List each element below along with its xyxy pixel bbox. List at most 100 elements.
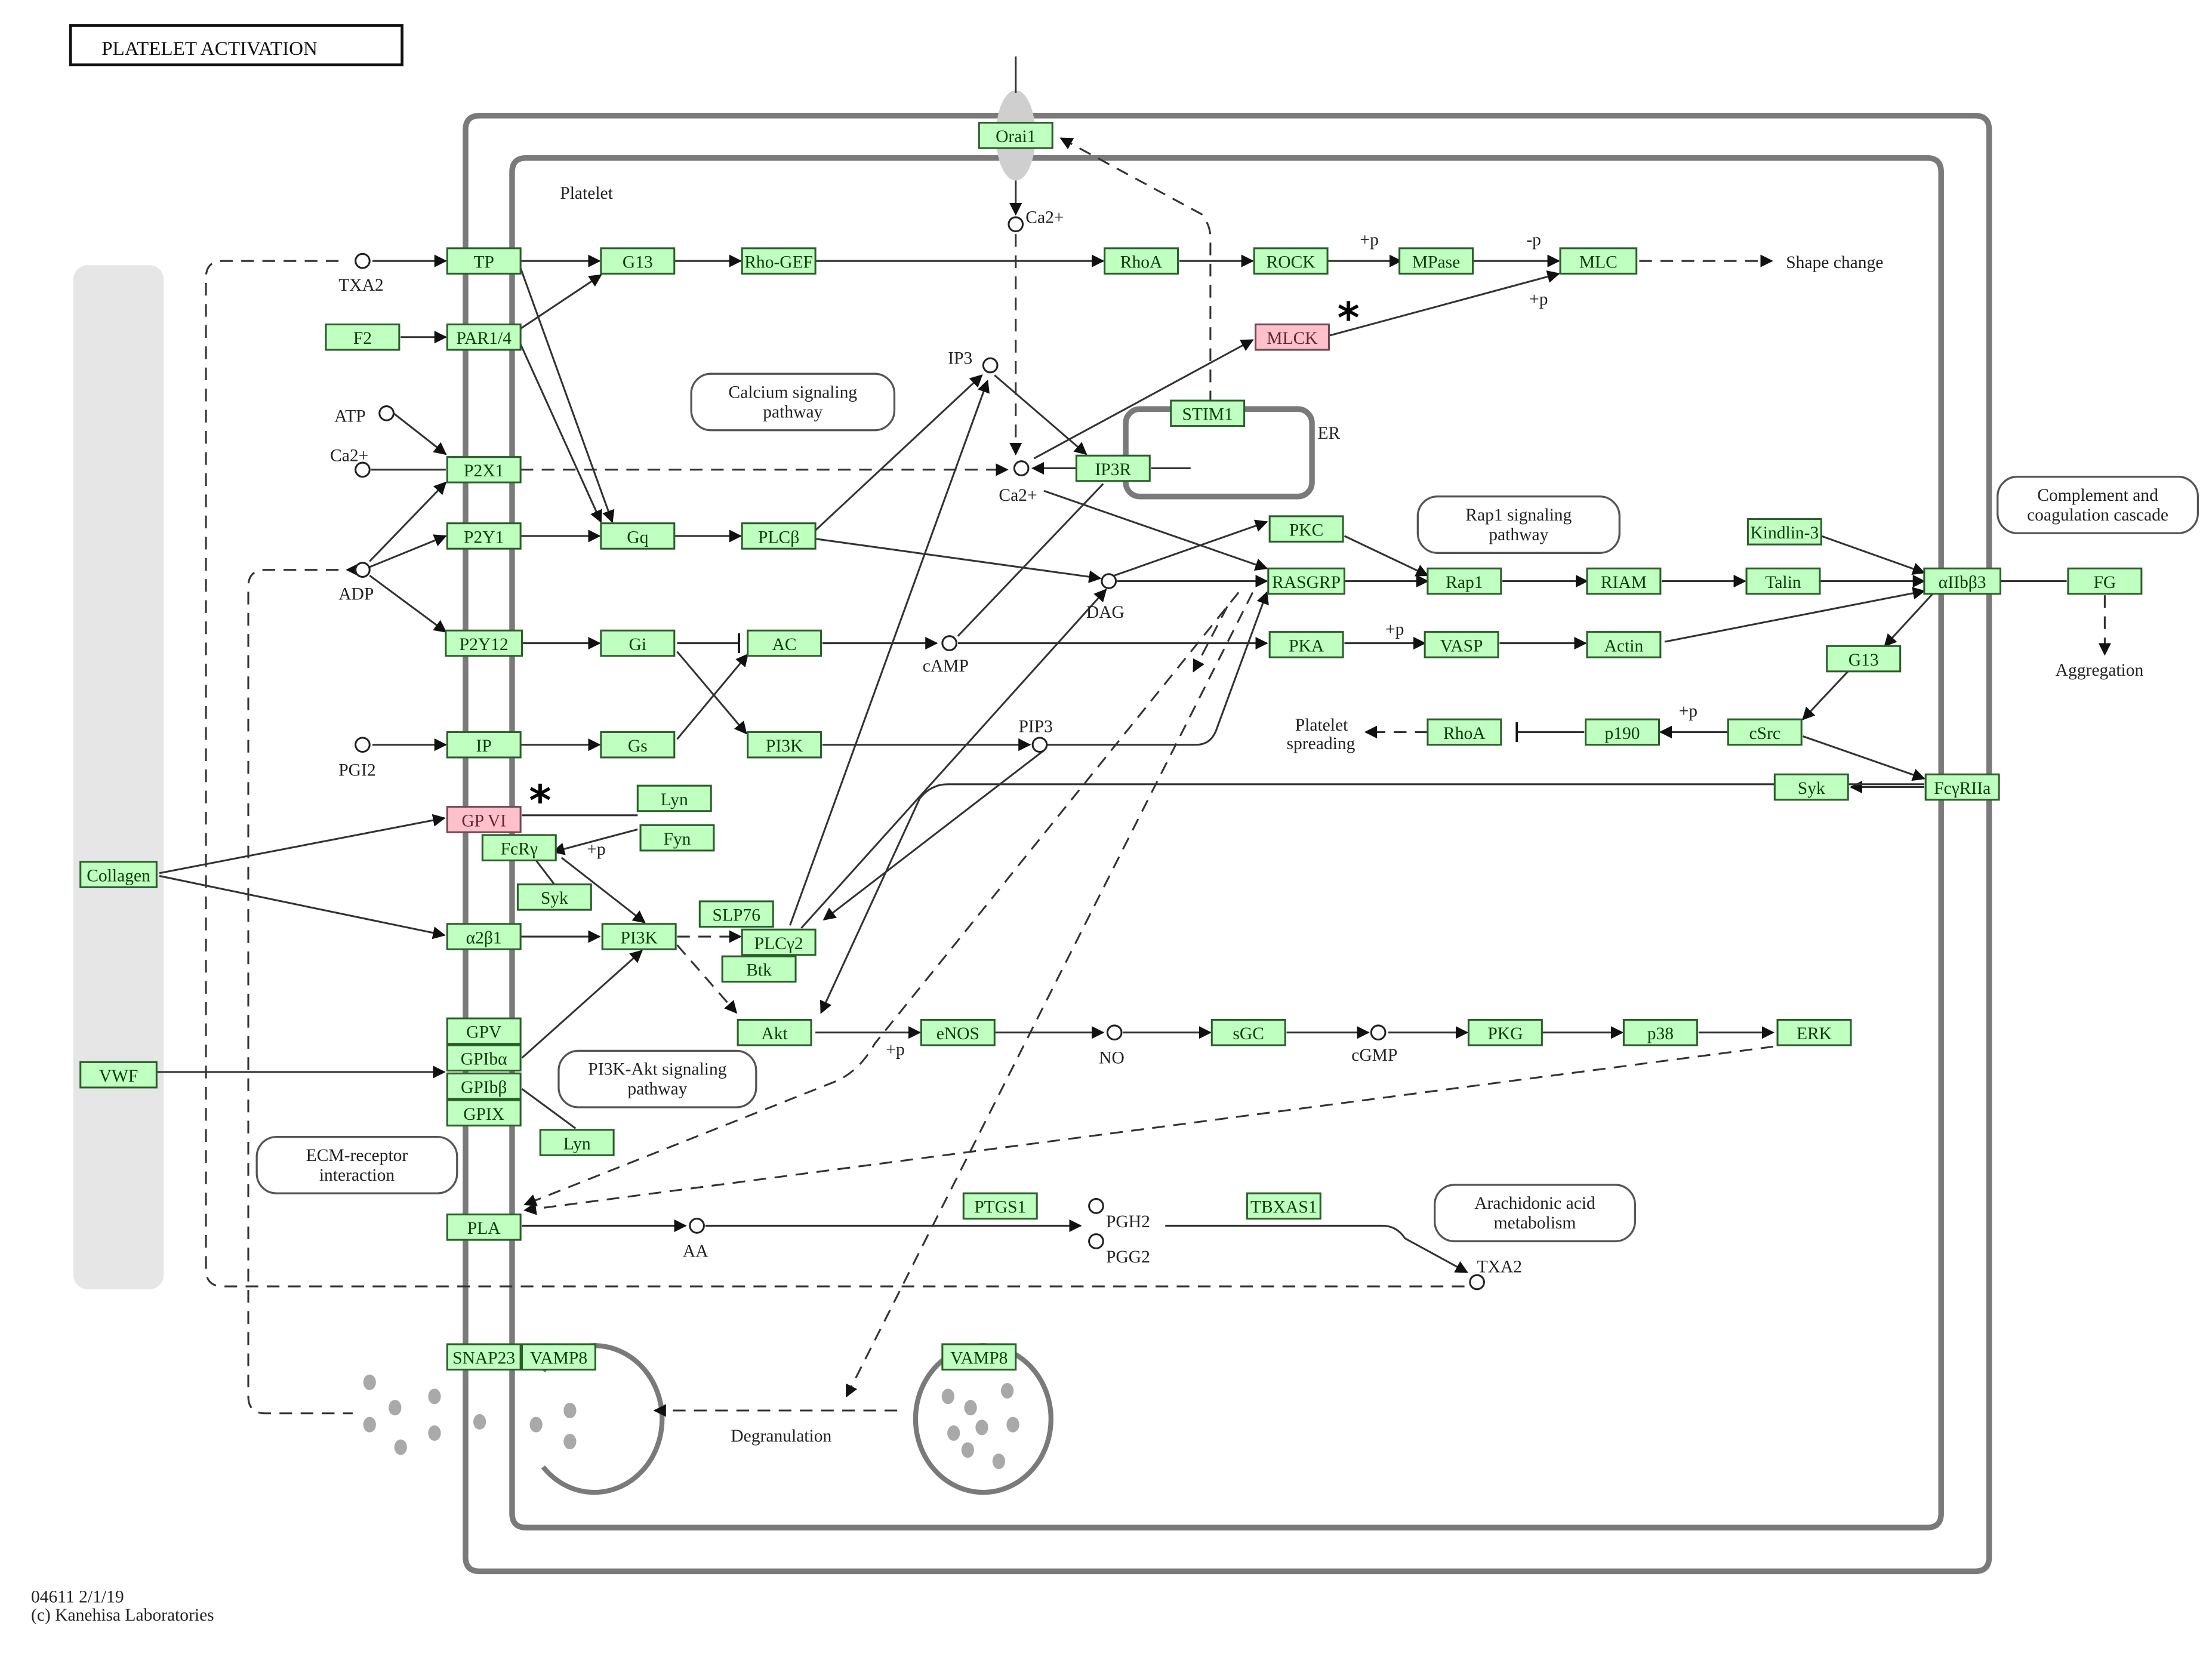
gene-syk2[interactable]: Syk — [1773, 773, 1849, 801]
gene-pkc[interactable]: PKC — [1268, 515, 1344, 543]
gene-fcgr2a[interactable]: FcγRIIa — [1924, 773, 2000, 801]
gene-label: αIIbβ3 — [1939, 573, 1986, 592]
gene-p2x1[interactable]: P2X1 — [446, 456, 522, 483]
gene-fcrg[interactable]: FcRγ — [481, 834, 557, 861]
gene-gpibb[interactable]: GPIbβ — [446, 1072, 522, 1100]
gene-ip3r[interactable]: IP3R — [1075, 454, 1151, 482]
gene-gq[interactable]: Gq — [600, 522, 676, 550]
gene-rasgrp[interactable]: RASGRP — [1267, 567, 1345, 595]
gene-vasp[interactable]: VASP — [1424, 631, 1499, 658]
gene-ip[interactable]: IP — [446, 731, 522, 759]
gene-pka[interactable]: PKA — [1268, 631, 1344, 658]
gene-p2y1[interactable]: P2Y1 — [446, 522, 522, 550]
gene-g13a[interactable]: G13 — [600, 247, 676, 275]
compound-atp[interactable]: ATP — [334, 405, 395, 426]
gene-pi3k2[interactable]: PI3K — [601, 923, 677, 950]
gene-rhogef[interactable]: Rho-GEF — [741, 247, 817, 275]
gene-tbxas1[interactable]: TBXAS1 — [1246, 1192, 1321, 1220]
gene-plcg2[interactable]: PLCγ2 — [741, 928, 817, 956]
compound-txa2a[interactable]: TXA2 — [338, 252, 384, 295]
gene-mlck[interactable]: MLCK — [1254, 323, 1330, 351]
gene-csrc[interactable]: cSrc — [1727, 718, 1803, 746]
compound-pgi2[interactable]: PGI2 — [338, 737, 376, 780]
gene-syk1[interactable]: Syk — [516, 883, 592, 911]
gene-rap1[interactable]: Rap1 — [1427, 567, 1502, 595]
gene-p2y12[interactable]: P2Y12 — [445, 629, 523, 657]
gene-rhoa2[interactable]: RhoA — [1427, 718, 1502, 746]
gene-talin[interactable]: Talin — [1745, 567, 1821, 595]
gene-akt[interactable]: Akt — [737, 1018, 812, 1046]
granule-contents — [363, 1374, 1019, 1470]
compound-cgmp[interactable]: cGMP — [1351, 1024, 1397, 1065]
gene-vamp8a[interactable]: VAMP8 — [520, 1343, 596, 1371]
gene-ac[interactable]: AC — [747, 629, 822, 657]
gene-gi[interactable]: Gi — [600, 629, 676, 657]
granule-dot — [975, 1419, 988, 1436]
gene-btk[interactable]: Btk — [721, 955, 797, 983]
compound-camp[interactable]: cAMP — [923, 635, 969, 676]
gene-p190[interactable]: p190 — [1585, 718, 1660, 746]
gene-riam[interactable]: RIAM — [1586, 567, 1662, 595]
granule-dot — [529, 1416, 543, 1433]
compound-ca_top[interactable]: Ca2+ — [1008, 208, 1064, 233]
gene-rhoa1[interactable]: RhoA — [1104, 247, 1179, 275]
gene-ptgs1[interactable]: PTGS1 — [962, 1192, 1038, 1220]
gene-mpase[interactable]: MPase — [1398, 247, 1474, 275]
gene-lyn2[interactable]: Lyn — [539, 1129, 615, 1156]
gene-gpiba[interactable]: GPIbα — [446, 1044, 522, 1072]
gene-collagen[interactable]: Collagen — [79, 861, 158, 888]
gene-gpvi[interactable]: GP VI — [446, 806, 522, 833]
gene-pi3k1[interactable]: PI3K — [747, 731, 822, 759]
gene-par14[interactable]: PAR1/4 — [446, 323, 522, 351]
gene-stim1[interactable]: STIM1 — [1170, 399, 1246, 427]
gene-lyn1[interactable]: Lyn — [636, 784, 712, 812]
gene-label: Akt — [761, 1024, 788, 1043]
compound-aa[interactable]: AA — [683, 1218, 708, 1261]
compound-pip3[interactable]: PIP3 — [1018, 717, 1053, 753]
gene-sgc[interactable]: sGC — [1210, 1018, 1286, 1046]
gene-orai1[interactable]: Orai1 — [978, 122, 1053, 149]
gene-rock[interactable]: ROCK — [1253, 247, 1329, 275]
compound-label: IP3 — [948, 349, 972, 368]
gene-snap23[interactable]: SNAP23 — [446, 1343, 522, 1371]
compound-pgg2[interactable]: PGG2 — [1088, 1233, 1150, 1267]
gene-mlc[interactable]: MLC — [1559, 247, 1638, 275]
compound-ca1[interactable]: Ca2+ — [330, 446, 371, 478]
gene-pla[interactable]: PLA — [446, 1214, 522, 1241]
gene-vamp8b[interactable]: VAMP8 — [941, 1343, 1017, 1371]
gene-g13b[interactable]: G13 — [1826, 645, 1902, 673]
gene-plcb[interactable]: PLCβ — [741, 522, 817, 550]
gene-enos[interactable]: eNOS — [920, 1018, 996, 1046]
compound-txa2b[interactable]: TXA2 — [1469, 1257, 1522, 1291]
gene-pkg[interactable]: PKG — [1467, 1018, 1543, 1046]
compound-dag[interactable]: DAG — [1086, 573, 1125, 622]
compound-no[interactable]: NO — [1099, 1024, 1125, 1068]
granule-dot — [563, 1403, 577, 1419]
gene-gpv[interactable]: GPV — [446, 1017, 522, 1045]
compound-ip3[interactable]: IP3 — [948, 349, 999, 374]
gene-fyn[interactable]: Fyn — [639, 824, 715, 852]
map-label-line2: pathway — [1489, 525, 1548, 544]
gene-gpix[interactable]: GPIX — [446, 1099, 522, 1127]
gene-f2[interactable]: F2 — [325, 323, 400, 351]
gene-a2b1[interactable]: α2β1 — [446, 923, 522, 950]
gene-kindlin3[interactable]: Kindlin-3 — [1746, 518, 1822, 546]
gene-gs[interactable]: Gs — [600, 731, 676, 759]
gene-tp[interactable]: TP — [446, 247, 522, 275]
gene-p38[interactable]: p38 — [1622, 1018, 1698, 1046]
gene-fg[interactable]: FG — [2067, 567, 2143, 595]
gene-slp76[interactable]: SLP76 — [698, 900, 774, 928]
gene-actin[interactable]: Actin — [1586, 631, 1662, 658]
gene-aiib3[interactable]: αIIbβ3 — [1923, 567, 2002, 595]
compound-adp[interactable]: ADP — [338, 562, 374, 603]
gene-erk[interactable]: ERK — [1776, 1018, 1852, 1046]
compound-ca_er[interactable]: Ca2+ — [999, 460, 1037, 505]
compound-pgh2[interactable]: PGH2 — [1088, 1198, 1150, 1231]
gene-vwf[interactable]: VWF — [79, 1061, 158, 1089]
